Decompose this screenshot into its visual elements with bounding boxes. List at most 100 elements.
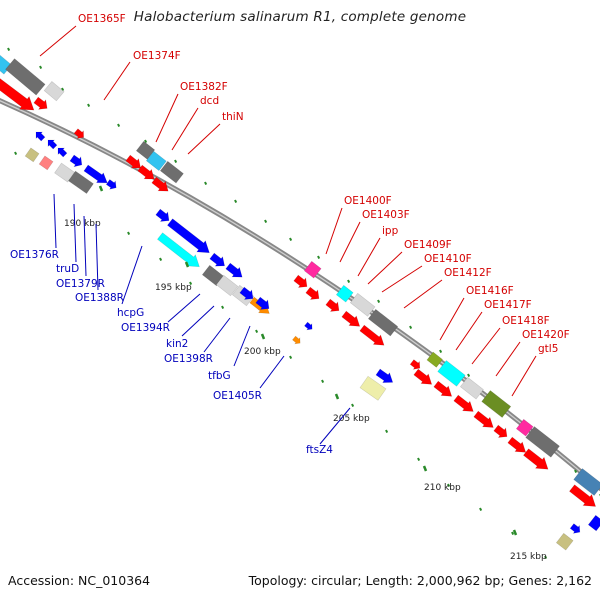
minor-tick-1-12 <box>447 483 451 488</box>
forward-gene-label-6: OE1403F <box>362 209 410 221</box>
forward-gene-label-14: OE1420F <box>522 329 570 341</box>
minor-tick-1-4 <box>189 281 193 286</box>
reverse-gene-leader-1 <box>73 203 77 263</box>
minor-tick-0-8 <box>234 199 238 204</box>
gene-feature-1 <box>5 58 46 96</box>
kbp-tick-mark-1 <box>184 261 190 268</box>
minor-tick-0-10 <box>289 237 293 242</box>
reverse-gene-label-7: OE1398R <box>164 353 213 365</box>
minor-tick-0-16 <box>467 373 471 378</box>
forward-gene-label-0: OE1365F <box>78 13 126 25</box>
gene-feature-53 <box>453 394 474 412</box>
gene-feature-50 <box>481 390 512 418</box>
forward-gene-label-8: OE1409F <box>404 239 452 251</box>
gene-feature-56 <box>515 418 534 437</box>
gene-feature-16 <box>135 140 156 160</box>
reverse-gene-label-4: hcpG <box>117 307 144 319</box>
gene-feature-14 <box>83 164 108 184</box>
minor-tick-1-7 <box>289 355 293 360</box>
reverse-gene-label-8: tfbG <box>208 370 231 382</box>
gene-feature-54 <box>473 410 494 428</box>
reverse-gene-leader-4 <box>121 245 143 305</box>
gene-feature-3 <box>0 75 35 111</box>
minor-tick-1-15 <box>544 555 548 560</box>
minor-tick-0-5 <box>144 139 148 144</box>
reverse-gene-label-5: OE1394R <box>121 322 170 334</box>
kbp-tick-mark-3 <box>334 393 340 400</box>
gene-feature-2 <box>43 80 65 102</box>
kbp-tick-label-5: 215 kbp <box>510 552 547 562</box>
forward-gene-leader-3 <box>171 107 199 151</box>
gene-feature-31 <box>239 286 254 300</box>
gene-feature-15 <box>105 179 117 190</box>
reverse-gene-leader-8 <box>233 325 251 367</box>
gene-feature-24 <box>156 232 200 268</box>
forward-gene-leader-7 <box>357 237 381 277</box>
minor-tick-0-12 <box>347 279 351 284</box>
forward-gene-leader-11 <box>439 297 465 341</box>
forward-gene-label-10: OE1412F <box>444 267 492 279</box>
minor-tick-0-0 <box>7 47 11 52</box>
kbp-tick-label-3: 205 kbp <box>333 414 370 424</box>
forward-gene-label-13: OE1418F <box>502 315 550 327</box>
minor-tick-1-9 <box>351 403 355 408</box>
reverse-gene-label-0: OE1376R <box>10 249 59 261</box>
forward-gene-leader-8 <box>367 251 403 285</box>
forward-gene-label-3: dcd <box>200 95 219 107</box>
label-leader-lines <box>39 25 537 445</box>
forward-gene-label-7: ipp <box>382 225 399 237</box>
reverse-gene-leader-0 <box>53 193 57 249</box>
forward-gene-leader-15 <box>511 355 537 397</box>
gene-feature-21 <box>151 176 169 192</box>
gene-features <box>0 52 600 551</box>
minor-tick-1-13 <box>479 507 483 512</box>
gene-feature-61 <box>568 484 597 507</box>
minor-tick-0-7 <box>204 181 208 186</box>
gene-feature-38 <box>335 284 354 303</box>
gene-feature-46 <box>409 359 421 370</box>
forward-gene-label-1: OE1374F <box>133 50 181 62</box>
reverse-gene-leader-6 <box>181 305 215 337</box>
forward-gene-label-5: OE1400F <box>344 195 392 207</box>
reverse-gene-leader-2 <box>83 215 87 277</box>
gene-feature-35 <box>303 260 322 279</box>
gene-feature-6 <box>35 131 46 142</box>
gene-feature-9 <box>24 147 40 163</box>
minor-tick-0-1 <box>39 65 43 70</box>
forward-gene-leader-9 <box>381 265 423 293</box>
minor-tick-0-15 <box>439 349 443 354</box>
forward-gene-leader-14 <box>495 341 521 377</box>
gene-feature-44 <box>375 368 394 383</box>
gene-feature-25 <box>209 252 225 267</box>
gene-feature-19 <box>125 154 141 169</box>
gene-feature-4 <box>33 96 48 110</box>
minor-tick-0-6 <box>174 159 178 164</box>
gene-feature-32 <box>255 296 270 310</box>
minor-tick-0-2 <box>61 87 65 92</box>
gene-feature-40 <box>367 308 399 337</box>
gene-feature-26 <box>225 262 243 278</box>
gene-feature-59 <box>522 448 549 470</box>
minor-tick-1-11 <box>417 457 421 462</box>
gene-feature-10 <box>38 155 54 171</box>
gene-feature-28 <box>215 274 239 297</box>
minor-tick-0-11 <box>317 255 321 260</box>
gene-feature-12 <box>68 170 94 194</box>
forward-gene-label-4: thiN <box>222 111 244 123</box>
gene-feature-23 <box>166 218 210 254</box>
gene-feature-36 <box>293 274 308 288</box>
forward-gene-leader-2 <box>155 93 179 143</box>
forward-gene-leader-4 <box>187 123 221 155</box>
reverse-gene-leader-3 <box>95 223 99 291</box>
gene-feature-47 <box>426 351 443 368</box>
gene-feature-11 <box>54 162 75 183</box>
gene-feature-43 <box>359 324 385 346</box>
kbp-tick-label-0: 190 kbp <box>64 219 101 229</box>
minor-tick-1-2 <box>127 231 131 236</box>
reverse-gene-label-2: OE1379R <box>56 278 105 290</box>
kbp-tick-label-2: 200 kbp <box>244 347 281 357</box>
reverse-gene-label-6: kin2 <box>166 338 188 350</box>
gene-feature-41 <box>325 298 340 312</box>
forward-gene-leader-6 <box>339 221 361 263</box>
